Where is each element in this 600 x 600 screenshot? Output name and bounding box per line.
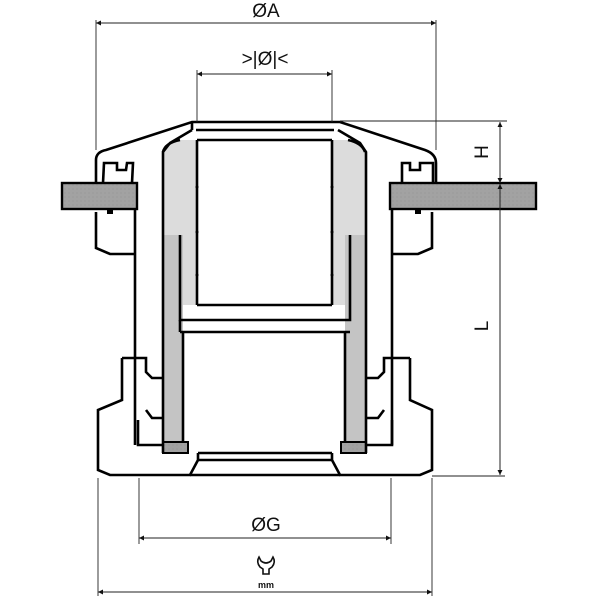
seal-insert bbox=[161, 138, 367, 305]
clamping-range-label: >|Ø|< bbox=[242, 49, 289, 70]
dimension-G-label: ØG bbox=[251, 515, 281, 536]
dome-cap bbox=[94, 120, 438, 453]
dimension-G: ØG bbox=[138, 478, 392, 544]
gland-body bbox=[94, 138, 434, 477]
wrench-unit-label: mm bbox=[258, 580, 274, 590]
dimension-H-label: H bbox=[472, 145, 493, 159]
wrench-icon bbox=[256, 555, 276, 575]
dimension-L: L bbox=[432, 184, 505, 477]
dimension-L-label: L bbox=[472, 321, 493, 332]
dimension-A: ØA bbox=[95, 1, 437, 150]
dimension-wrench-size: mm bbox=[97, 478, 433, 596]
mounting-panel bbox=[60, 181, 538, 211]
dimension-A-label: ØA bbox=[252, 1, 280, 22]
dimension-H: H bbox=[340, 120, 507, 183]
dimension-clamping-range: >|Ø|< bbox=[196, 49, 333, 122]
